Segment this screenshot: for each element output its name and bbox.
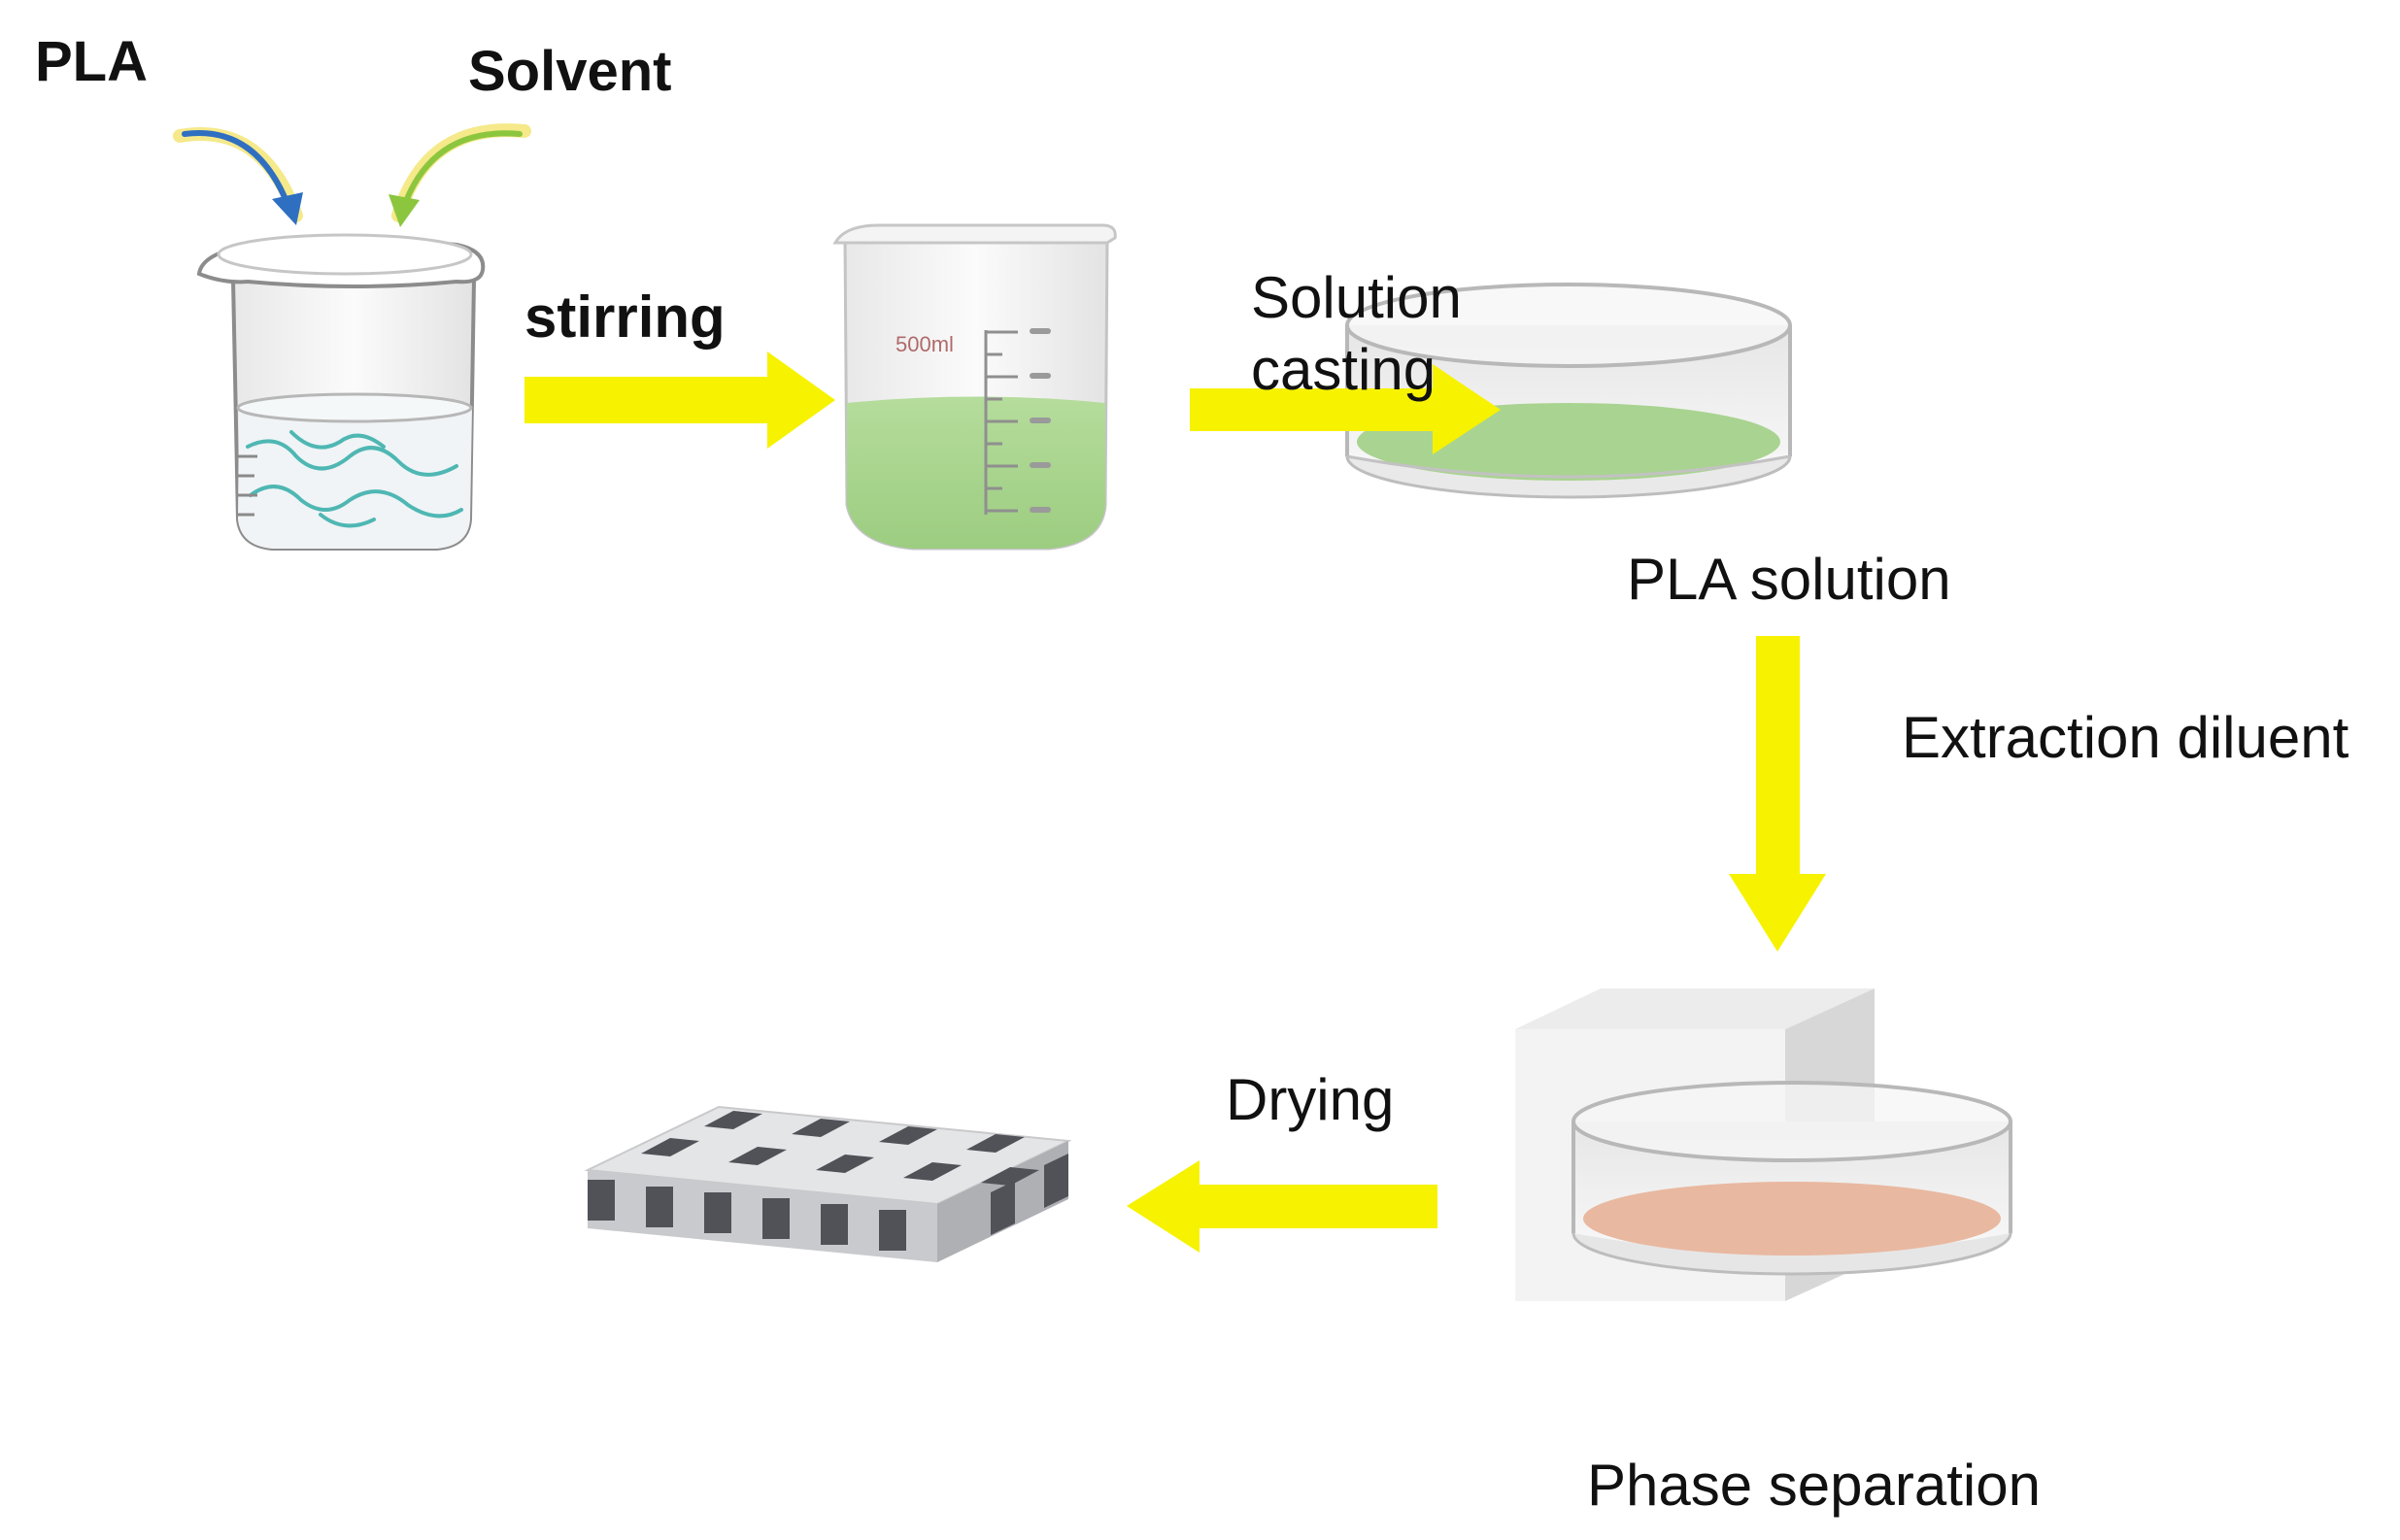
label-drying: Drying [1226,1067,1395,1132]
label-solvent: Solvent [468,40,672,103]
solvent-input-arrow [389,123,531,227]
porous-scaffold [584,1105,1072,1262]
label-solution-casting: Solution casting [1251,262,1462,406]
arrow-solution-casting [1190,364,1501,454]
beaker-scale-label: 500ml [896,332,954,356]
arrow-stirring [524,352,835,449]
beaker-pla-solvent [196,233,486,551]
label-phase-separation: Phase separation [1587,1453,2041,1518]
arrow-drying [1127,1160,1437,1253]
arrow-extraction-diluent [1729,636,1826,952]
beaker-green-solution: 500ml [832,223,1117,551]
label-solution-casting-line2: casting [1251,337,1437,402]
label-stirring: stirring [524,285,726,350]
fiber-strands [246,430,463,528]
label-pla-solution: PLA solution [1627,547,1951,612]
graduation-scale [984,330,1018,515]
label-pla: PLA [35,30,148,93]
phase-separation-box [1515,988,2012,1301]
pla-input-arrow [173,127,303,225]
label-extraction-diluent: Extraction diluent [1902,705,2349,770]
label-solution-casting-line1: Solution [1251,265,1462,330]
